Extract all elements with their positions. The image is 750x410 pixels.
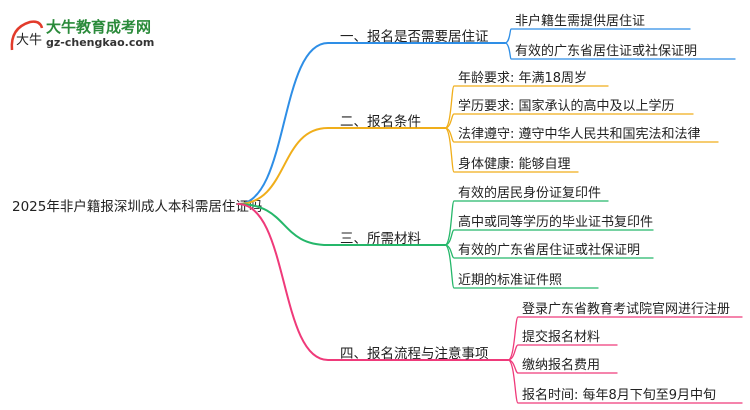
leaf-label: 身体健康: 能够自理 xyxy=(458,157,571,172)
leaf-connector xyxy=(507,316,743,361)
leaf-label: 学历要求: 国家承认的高中及以上学历 xyxy=(458,99,675,114)
logo-title: 大牛教育成考网 xyxy=(46,18,152,36)
leaf-connector xyxy=(444,127,579,173)
leaf-connector xyxy=(444,229,654,246)
logo-mark-icon: 大牛 xyxy=(10,20,44,51)
leaf-connector xyxy=(444,113,694,129)
leaf-label: 年龄要求: 年满18周岁 xyxy=(458,71,588,86)
branch-label: 三、所需材料 xyxy=(340,231,421,247)
leaf-connector xyxy=(444,200,609,246)
branch-label: 二、报名条件 xyxy=(340,114,421,130)
leaf-connector xyxy=(444,244,599,289)
logo-url: gz-chengkao.com xyxy=(46,36,155,49)
branch-label: 一、报名是否需要居住证 xyxy=(340,29,489,45)
branch-connector xyxy=(237,203,446,246)
leaf-label: 有效的居民身份证复印件 xyxy=(458,186,602,201)
branch-connector xyxy=(237,203,509,361)
leaf-connector xyxy=(507,359,743,404)
logo-glyph: 大牛 xyxy=(16,33,42,48)
leaf-connector xyxy=(507,344,618,361)
branch-label: 四、报名流程与注意事项 xyxy=(340,346,489,362)
branch-connector xyxy=(237,42,506,205)
leaf-label: 有效的广东省居住证或社保证明 xyxy=(458,243,641,258)
leaf-label: 登录广东省教育考试院官网进行注册 xyxy=(522,302,731,317)
leaf-label: 高中或同等学历的毕业证书复印件 xyxy=(458,215,654,230)
leaf-connector xyxy=(504,42,736,60)
root-topic: 2025年非户籍报深圳成人本科需居住证吗 xyxy=(12,199,263,215)
leaf-label: 近期的标准证件照 xyxy=(458,273,563,288)
site-logo[interactable]: 大牛 大牛教育成考网 gz-chengkao.com xyxy=(6,14,176,58)
leaf-label: 缴纳报名费用 xyxy=(522,358,601,373)
branch-connector xyxy=(237,127,446,205)
leaf-label: 非户籍生需提供居住证 xyxy=(515,14,646,29)
leaf-label: 有效的广东省居住证或社保证明 xyxy=(515,44,698,59)
leaf-connector xyxy=(444,85,609,129)
leaf-label: 报名时间: 每年8月下旬至9月中旬 xyxy=(522,388,717,403)
leaf-label: 提交报名材料 xyxy=(522,330,601,345)
leaf-connector xyxy=(504,28,691,44)
leaf-label: 法律遵守: 遵守中华人民共和国宪法和法律 xyxy=(458,127,701,142)
